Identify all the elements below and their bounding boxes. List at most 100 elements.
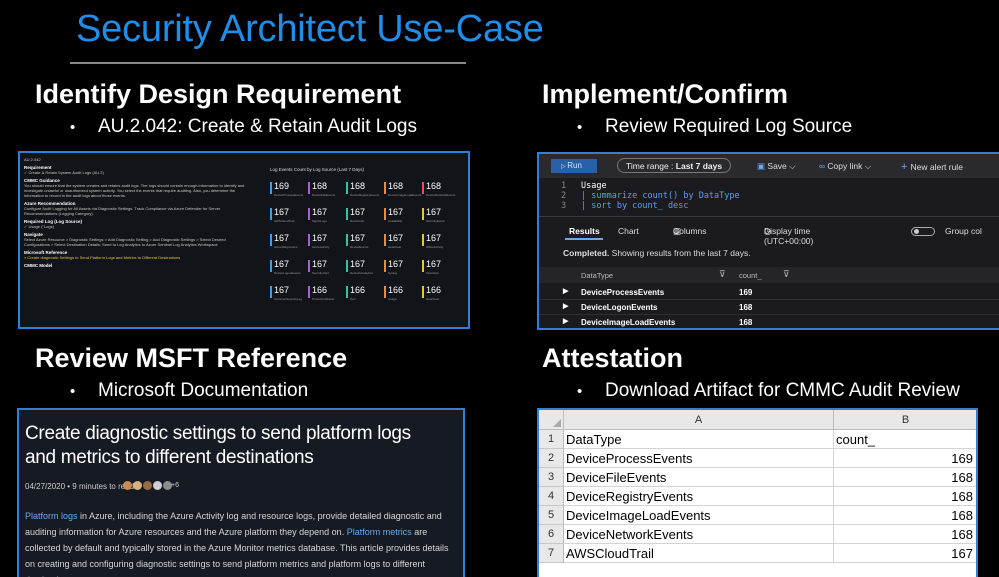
tile-color-bar (422, 286, 424, 298)
expand-icon[interactable]: ▶ (563, 318, 569, 325)
tile-value: 168 (312, 181, 328, 191)
filter-icon[interactable]: ⊽ (783, 269, 790, 279)
cell-b[interactable]: 168 (834, 468, 976, 487)
cmmc-model-label: CMMC Model (24, 263, 53, 268)
expand-icon[interactable]: ▶ (563, 288, 569, 295)
cell-b[interactable]: 168 (834, 487, 976, 506)
tile-color-bar (346, 182, 348, 194)
guidance-text: You should ensure that the system create… (24, 183, 245, 198)
cell-b[interactable]: 169 (834, 449, 976, 468)
expand-icon[interactable]: ▶ (563, 303, 569, 310)
cell-a[interactable]: DeviceImageLoadEvents (564, 506, 834, 525)
ms-reference-label: Microsoft Reference (24, 250, 68, 255)
title-underline (70, 62, 466, 64)
filter-icon[interactable]: ⊽ (719, 269, 726, 279)
tile-value: 167 (388, 259, 404, 269)
bullet-identify-text: AU.2.042: Create & Retain Audit Logs (98, 116, 417, 137)
row-header[interactable]: 5 (539, 506, 564, 525)
tile-value: 166 (350, 285, 366, 295)
column-header-a[interactable]: A (564, 410, 834, 430)
avatar (163, 481, 172, 490)
tab-chart[interactable]: Chart (618, 226, 639, 236)
platform-logs-link[interactable]: Platform logs (25, 511, 78, 521)
ms-reference-link[interactable]: » Create diagnostic Settings to Send Pla… (24, 255, 181, 260)
tile-value: 167 (388, 233, 404, 243)
row-header[interactable]: 3 (539, 468, 564, 487)
row-header[interactable]: 1 (539, 430, 564, 449)
cell-a[interactable]: AWSCloudTrail (564, 544, 834, 563)
cell-a[interactable]: DeviceProcessEvents (564, 449, 834, 468)
table-row[interactable]: ▶ DeviceProcessEvents 169 (539, 285, 999, 300)
tab-results[interactable]: Results (569, 226, 600, 236)
tile-value: 167 (312, 259, 328, 269)
contributors-more[interactable]: +6 (171, 482, 179, 489)
cell-a[interactable]: DeviceRegistryEvents (564, 487, 834, 506)
platform-metrics-link[interactable]: Platform metrics (346, 527, 412, 537)
table-row[interactable]: ▶ DeviceLogonEvents 168 (539, 300, 999, 315)
copy-link-button[interactable]: ∞ Copy link ⌵ (819, 161, 872, 171)
avatar (153, 481, 162, 490)
cell-a[interactable]: DeviceFileEvents (564, 468, 834, 487)
tile-label: DeviceLogonEvents (274, 271, 301, 275)
run-button[interactable]: ▷ Run (551, 159, 597, 173)
time-range-picker[interactable]: Time range : Last 7 days (617, 158, 732, 173)
column-header-b[interactable]: B (834, 410, 976, 430)
cell-b[interactable]: 168 (834, 506, 976, 525)
bullet-attest: •Download Artifact for CMMC Audit Review (577, 380, 960, 402)
tile-color-bar (384, 260, 386, 272)
row-header[interactable]: 7 (539, 544, 564, 563)
row-datatype: DeviceProcessEvents (581, 288, 665, 297)
cell-a[interactable]: DeviceNetworkEvents (564, 525, 834, 544)
tile-label: Perf (350, 297, 356, 301)
cell-b[interactable]: count_ (834, 430, 976, 449)
line-number: 1 (561, 181, 567, 191)
select-all-corner[interactable] (539, 410, 564, 430)
row-header[interactable]: 2 (539, 449, 564, 468)
status-bold: Completed. (563, 248, 610, 258)
group-toggle[interactable] (911, 227, 935, 236)
columns-button[interactable]: ▥ Columns ⌵ (673, 226, 707, 236)
cell-a[interactable]: DataType (564, 430, 834, 449)
col-count[interactable]: count_ (739, 271, 762, 280)
table-row[interactable]: ▶ DeviceImageLoadEvents 168 (539, 315, 999, 328)
bullet-dot-icon: • (70, 383, 76, 400)
cell-b[interactable]: 168 (834, 525, 976, 544)
row-header[interactable]: 4 (539, 487, 564, 506)
display-time-button[interactable]: ◷ Display time (UTC+00:00) ⌵ (764, 226, 814, 246)
col-datatype[interactable]: DataType (581, 271, 614, 280)
group-columns-label: Group col (945, 226, 982, 236)
cell-b[interactable]: 167 (834, 544, 976, 563)
tile-value: 167 (274, 233, 290, 243)
tile-color-bar (346, 208, 348, 220)
query-editor[interactable]: 1 Usage 2 | summarize count() by DataTyp… (539, 178, 999, 214)
save-button[interactable]: ▣ Save ⌵ (757, 161, 796, 171)
new-alert-rule-button[interactable]: + New alert rule (901, 161, 963, 173)
row-header[interactable]: 6 (539, 525, 564, 544)
